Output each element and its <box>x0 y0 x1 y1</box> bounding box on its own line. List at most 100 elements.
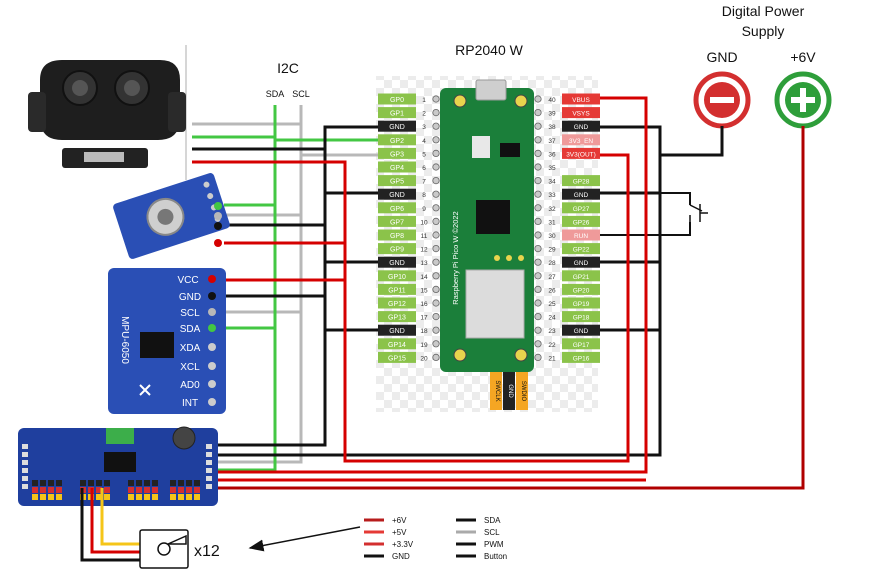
header-pin-icon <box>128 487 134 493</box>
pin-number: 18 <box>420 328 428 335</box>
mount-hole-icon <box>514 94 528 108</box>
pin-number: 36 <box>548 151 556 158</box>
imu-int-label: INT <box>182 398 198 409</box>
pin-pad-icon <box>432 177 440 185</box>
header-pin-icon <box>206 468 212 473</box>
pin-label: GP20 <box>573 287 590 294</box>
pin-number: 40 <box>548 97 556 104</box>
header-pin-icon <box>96 487 102 493</box>
pin-number: 7 <box>422 179 426 186</box>
pin-pad-icon <box>534 217 542 225</box>
header-pin-icon <box>136 480 142 486</box>
power-terminal-icon <box>106 428 134 444</box>
imu-gnd-label: GND <box>179 292 201 303</box>
header-pin-icon <box>22 452 28 457</box>
legend-item: SCL <box>456 528 500 537</box>
wires <box>192 96 805 490</box>
pin-number: 2 <box>422 111 426 118</box>
pin-pad-icon <box>432 258 440 266</box>
legend-item: +5V <box>364 528 407 537</box>
header-pin-icon <box>40 487 46 493</box>
pin-label: GP12 <box>388 301 406 308</box>
servo-arrow <box>248 526 361 552</box>
gnd-terminal-label: GND <box>706 49 737 65</box>
pin-label: GP26 <box>573 219 590 226</box>
pin-pad-icon <box>534 204 542 212</box>
ir-temperature-sensor <box>113 173 230 259</box>
i2c-label: I2C <box>277 60 299 76</box>
servo-motor-icon <box>139 529 189 569</box>
supply-title-line2: Supply <box>742 23 785 39</box>
pin-label: RUN <box>574 233 588 240</box>
pin-pad-icon <box>432 136 440 144</box>
pin-pad-icon <box>534 109 542 117</box>
header-pin-icon <box>22 468 28 473</box>
bootsel-button-icon <box>472 136 490 158</box>
header-pin-icon <box>206 460 212 465</box>
pin-number: 37 <box>548 138 556 145</box>
wire-button-a <box>660 192 691 205</box>
pin-pad-icon <box>534 285 542 293</box>
wire-button-b <box>576 222 691 236</box>
imu-sda-label: SDA <box>180 324 201 335</box>
wire-gnd-bus <box>218 127 327 447</box>
pin-pad-icon <box>432 163 440 171</box>
pin-pad-icon <box>432 217 440 225</box>
pin-label: GND <box>574 260 589 267</box>
pin-label: GND <box>574 192 589 199</box>
pin-number: 9 <box>422 206 426 213</box>
pin-pad-icon <box>534 340 542 348</box>
swd-header: SWCLK GND SWDIO <box>490 372 528 410</box>
pin-number: 4 <box>422 138 426 145</box>
pin-pad-icon <box>432 95 440 103</box>
minus-terminal-icon <box>693 71 751 129</box>
pico-board: Raspberry Pi Pico W ©2022 <box>440 79 534 372</box>
pin-label: GND <box>574 124 589 131</box>
legend-label: SCL <box>484 528 500 537</box>
pin-number: 31 <box>548 219 556 226</box>
pin-label: GND <box>574 328 589 335</box>
pin-label: VSYS <box>572 111 590 118</box>
pin-number: 5 <box>422 151 426 158</box>
header-pin-icon <box>22 460 28 465</box>
pin-label: GP7 <box>390 219 404 226</box>
pin-label: GND <box>389 124 405 131</box>
pin-label: GP6 <box>390 206 404 213</box>
chip-icon <box>476 200 510 234</box>
wire-scl-bus <box>218 105 303 464</box>
pin-pad-icon <box>432 149 440 157</box>
imu-xda-label: XDA <box>180 343 201 354</box>
pin-label: GP11 <box>388 287 405 294</box>
board-silk-text: Raspberry Pi Pico W ©2022 <box>451 211 460 304</box>
pin-number: 23 <box>548 328 556 335</box>
pin-pad-icon <box>534 326 542 334</box>
legend-item: GND <box>364 552 410 561</box>
pin-label: GND <box>389 328 405 335</box>
imu-vcc-label: VCC <box>177 275 198 286</box>
legend-label: +5V <box>392 528 407 537</box>
swclk-label: SWCLK <box>494 380 500 401</box>
pin-label: GP15 <box>388 355 406 362</box>
legend-item: +6V <box>364 516 407 525</box>
pin-number: 14 <box>420 274 428 281</box>
plus-terminal-icon <box>774 71 832 129</box>
pin-label: GP10 <box>388 274 406 281</box>
pin-pad-icon <box>534 258 542 266</box>
pin-label: GND <box>389 192 405 199</box>
legend-item: PWM <box>456 540 504 549</box>
